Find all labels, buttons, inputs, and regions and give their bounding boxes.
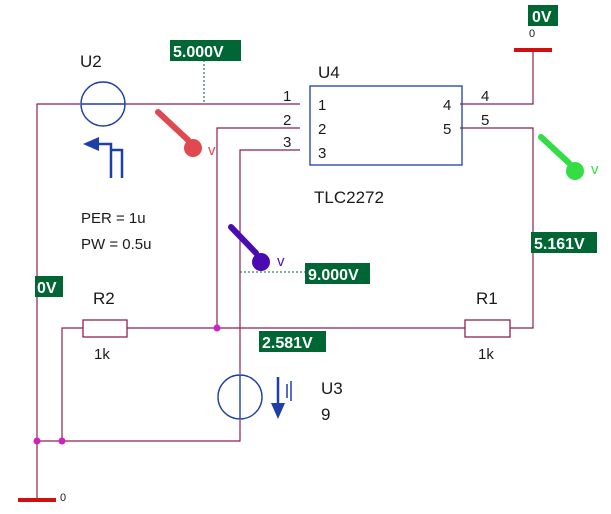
u3-ref: U3 [321,379,343,398]
probe-red-tip[interactable] [184,139,202,157]
voltage-tag-bg [170,40,241,61]
r2-body[interactable] [82,319,128,338]
r1-ref: R1 [476,289,498,308]
u3-source[interactable]: U3 9 [217,374,343,424]
wire-left-rail[interactable] [36,103,80,500]
voltage-tag-bg [259,331,326,352]
u2-pw: PW = 0.5u [81,236,151,253]
u4-pin-outside-2: 2 [283,112,291,129]
u4-pin-inside-4: 4 [443,97,451,114]
probe-green-tip[interactable] [566,162,584,180]
voltage-tag-u2[interactable]: 5.000V [170,40,241,104]
dc-source-icon [271,377,292,419]
junction-dot [58,437,66,445]
voltage-tag-mid[interactable]: 2.581V [259,331,326,352]
probe-red-label: v [208,142,216,159]
u2-per: PER = 1u [81,210,146,227]
u4-body[interactable] [309,85,463,166]
wire-pin2-feedback[interactable] [216,127,300,330]
probe-purple-tip[interactable] [252,253,270,271]
voltage-tag-bg [531,232,597,253]
u4-pin-inside-1: 1 [318,97,326,114]
voltage-tag-bg [528,5,558,26]
voltage-tag-out[interactable]: 5.161V [531,232,597,253]
wires [36,50,534,500]
voltage-tag-u3[interactable]: 9.000V [240,263,370,284]
u4-pin-outside-3: 3 [283,134,291,151]
u4-pin-inside-2: 2 [318,121,326,138]
r2-ref: R2 [93,289,115,308]
wire-pin5-output[interactable] [460,127,534,329]
probe-red[interactable]: v [155,109,216,159]
probe-green-label: v [591,161,599,178]
r2-value: 1k [94,346,110,363]
probe-green[interactable]: v [538,134,599,180]
u4-pin-inside-3: 3 [318,145,326,162]
ground-top-node: 0 [529,28,535,40]
ground-top[interactable]: 0 [514,28,552,52]
u4-part: TLC2272 [314,188,384,207]
probe-purple[interactable]: v [228,224,285,271]
voltage-tag-ground-top[interactable]: 0V [528,5,558,26]
voltage-tag-bg [35,276,63,297]
u4-pin-inside-5: 5 [443,121,451,138]
voltage-tag-bg [305,263,370,284]
wire-pin3-u3[interactable] [239,149,300,374]
junctions [33,324,221,445]
r1-body[interactable] [464,319,511,338]
u4-pin-outside-5: 5 [481,112,489,129]
junction-dot [33,437,41,445]
pulse-icon [83,137,124,178]
voltage-out: 5.161V [534,236,585,253]
ground-bottom-node: 0 [60,492,66,504]
u4-pin-outside-4: 4 [481,88,489,105]
wire-pin4-ground[interactable] [460,50,534,105]
voltage-mid: 2.581V [262,335,313,352]
u4-ref: U4 [318,63,340,82]
wire-r2-left[interactable] [61,327,83,441]
r1-value: 1k [478,346,494,363]
u4-opamp[interactable]: U4 TLC2272 1 2 3 4 5 1 2 3 4 5 [283,63,489,207]
r2-resistor[interactable]: R2 1k [82,289,128,363]
ground-bottom[interactable]: 0 [18,492,66,504]
voltage-tag-left[interactable]: 0V [35,276,63,297]
voltage-u3-out: 9.000V [308,267,359,284]
wire-u3-bottom[interactable] [37,420,241,442]
u4-pin-outside-1: 1 [283,88,291,105]
probe-purple-label: v [277,253,285,270]
voltage-left: 0V [37,280,57,297]
u2-ref: U2 [80,52,102,71]
r1-resistor[interactable]: R1 1k [464,289,511,363]
voltage-u2-out: 5.000V [173,44,224,61]
u3-value: 9 [321,405,330,424]
junction-dot [213,324,221,332]
voltage-ground-top: 0V [532,9,552,26]
u2-source[interactable]: U2 PER = 1u PW = 0.5u [80,52,151,253]
